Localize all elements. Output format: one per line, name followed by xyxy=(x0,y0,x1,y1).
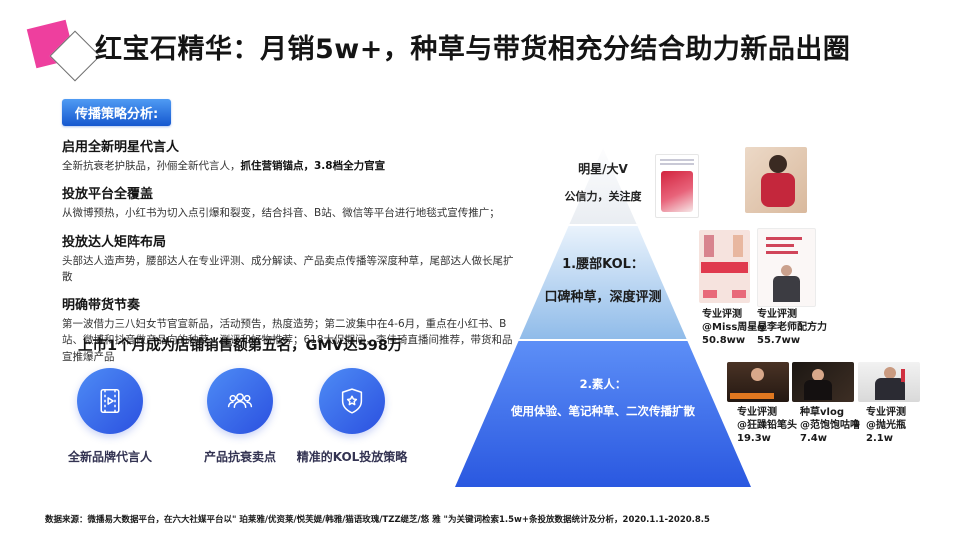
shield-star-icon xyxy=(341,388,363,414)
section-platform-coverage: 投放平台全覆盖 从微博预热，小红书为切入点引爆和裂变，结合抖音、B站、微信等平台… xyxy=(62,183,514,221)
caption-type: 专业评测 xyxy=(866,407,906,418)
pyramid-top-title: 明星/大V xyxy=(578,162,628,176)
highlight-label: 精准的KOL投放策略 xyxy=(296,450,408,464)
data-source-footnote: 数据来源：微播易大数据平台，在六大社媒平台以" 珀莱雅/优资莱/悦芙媞/韩雅/猫… xyxy=(45,515,710,525)
film-icon xyxy=(100,389,120,413)
highlight-kol-strategy: 精准的KOL投放策略 xyxy=(287,368,417,465)
review-thumbnail-poster xyxy=(757,228,816,307)
pyramid-top-subtitle: 公信力，关注度 xyxy=(564,190,642,203)
text-line xyxy=(766,244,794,247)
section-heading: 投放平台全覆盖 xyxy=(62,187,154,203)
person-figure xyxy=(781,265,792,276)
section-heading: 启用全新明星代言人 xyxy=(62,140,180,155)
caption-handle: @抛光瓶 xyxy=(866,420,906,432)
person-figure xyxy=(804,380,832,400)
review-thumbnail-collage xyxy=(699,230,750,303)
section-heading: 投放达人矩阵布局 xyxy=(62,234,167,250)
caption-type: 种草vlog xyxy=(800,407,844,418)
kol-pyramid: 明星/大V 公信力，关注度 1.腰部KOL： 口碑种草，深度评测 2.素人： 使… xyxy=(455,148,751,487)
section-body: 头部达人造声势，腰部达人在专业评测、成分解读、产品卖点传播等深度种草，尾部达人做… xyxy=(62,254,514,283)
pyramid-middle-title: 1.腰部KOL： xyxy=(562,257,644,272)
caption-handle: @Miss周星星 xyxy=(702,322,768,334)
caption-count: 50.8ww xyxy=(702,335,746,347)
strategy-sections: 启用全新明星代言人 全新抗衰老护肤品，孙俪全新代言人，抓住营销锚点，3.8档全力… xyxy=(62,136,514,374)
section-sales-rhythm: 明确带货节奏 第一波借力三八妇女节官宣新品，活动预告，热度造势；第二波集中在4-… xyxy=(62,294,514,365)
review-caption: 专业评测 @Miss周星星 50.8ww xyxy=(702,308,767,348)
pyramid-bottom-title: 2.素人： xyxy=(579,377,627,391)
post-image xyxy=(661,171,693,212)
product-shape xyxy=(733,235,743,257)
person-figure xyxy=(884,367,896,379)
text-line xyxy=(766,251,798,254)
caption-count: 19.3w xyxy=(737,433,771,445)
people-icon xyxy=(227,393,253,408)
strategy-chip: 传播策略分析: xyxy=(62,99,172,126)
pyramid-seam xyxy=(563,224,643,226)
product-shape xyxy=(704,235,714,257)
person-figure xyxy=(769,155,787,173)
highlight-label: 全新品牌代言人 xyxy=(67,450,152,464)
caption-bar xyxy=(730,393,774,399)
slide-title: 红宝石精华：月销5w+，种草与带货相充分结合助力新品出圈 xyxy=(95,34,851,65)
caption-type: 专业评测 xyxy=(737,407,777,418)
review-caption: 专业评测 @狂躁铅笔头 19.3w xyxy=(737,406,797,446)
person-figure xyxy=(751,368,764,381)
person-figure xyxy=(812,369,824,381)
section-body: 从微博预热，小红书为切入点引爆和裂变，结合抖音、B站、微信等平台进行地毯式宣传推… xyxy=(62,207,500,220)
highlight-spokesperson: 全新品牌代言人 xyxy=(45,368,175,465)
caption-count: 55.7ww xyxy=(757,335,801,347)
caption-type: 专业评测 xyxy=(757,309,797,320)
caption-type: 专业评测 xyxy=(702,309,742,320)
post-text-lines xyxy=(660,159,694,167)
result-line: 上市1个月成为店铺销售额第五名，GMV达598万 xyxy=(78,338,403,354)
review-caption: 专业评测 @李老师配方力 55.7ww xyxy=(757,308,827,348)
vlog-video-thumbnail xyxy=(792,362,854,402)
text-line xyxy=(766,237,802,240)
person-figure xyxy=(875,378,905,400)
caption-handle: @狂躁铅笔头 xyxy=(737,420,797,432)
section-body: 第一波借力三八妇女节官宣新品，活动预告，热度造势；第二波集中在4-6月，重点在小… xyxy=(62,318,513,363)
highlight-antiaging: 产品抗衰卖点 xyxy=(175,368,305,465)
highlight-circle xyxy=(207,368,273,434)
pyramid-bottom-subtitle: 使用体验、笔记种草、二次传播扩散 xyxy=(511,404,695,418)
caption-count: 2.1w xyxy=(866,433,893,445)
highlight-label: 产品抗衰卖点 xyxy=(203,450,276,464)
section-star-spokesperson: 启用全新明星代言人 全新抗衰老护肤品，孙俪全新代言人，抓住营销锚点，3.8档全力… xyxy=(62,136,514,174)
section-body-text: 全新抗衰老护肤品，孙俪全新代言人， xyxy=(62,160,241,172)
section-kol-matrix: 投放达人矩阵布局 头部达人造声势，腰部达人在专业评测、成分解读、产品卖点传播等深… xyxy=(62,231,514,286)
highlight-circle xyxy=(319,368,385,434)
banner-strip xyxy=(701,262,748,273)
product-shape xyxy=(901,369,905,382)
review-video-thumbnail xyxy=(858,362,920,402)
section-body: 全新抗衰老护肤品，孙俪全新代言人，抓住营销锚点，3.8档全力官宣 xyxy=(62,158,514,174)
pyramid-middle-subtitle: 口碑种草，深度评测 xyxy=(544,290,662,305)
review-caption: 专业评测 @抛光瓶 2.1w xyxy=(866,406,906,446)
person-figure xyxy=(773,276,800,302)
label-shape xyxy=(703,290,717,298)
caption-handle: @李老师配方力 xyxy=(757,322,827,334)
pyramid-seam xyxy=(513,339,693,341)
caption-count: 7.4w xyxy=(800,433,827,445)
review-caption: 种草vlog @范饱饱咕噜 7.4w xyxy=(800,406,860,446)
highlight-circle xyxy=(77,368,143,434)
label-shape xyxy=(732,290,746,298)
celebrity-post-thumbnail xyxy=(655,154,699,218)
caption-handle: @范饱饱咕噜 xyxy=(800,420,860,432)
review-video-thumbnail xyxy=(727,362,789,402)
section-body-bold: 抓住营销锚点，3.8档全力官宣 xyxy=(240,160,386,172)
section-heading: 明确带货节奏 xyxy=(62,298,141,314)
celebrity-video-thumbnail xyxy=(745,147,807,213)
red-garment xyxy=(761,173,795,207)
